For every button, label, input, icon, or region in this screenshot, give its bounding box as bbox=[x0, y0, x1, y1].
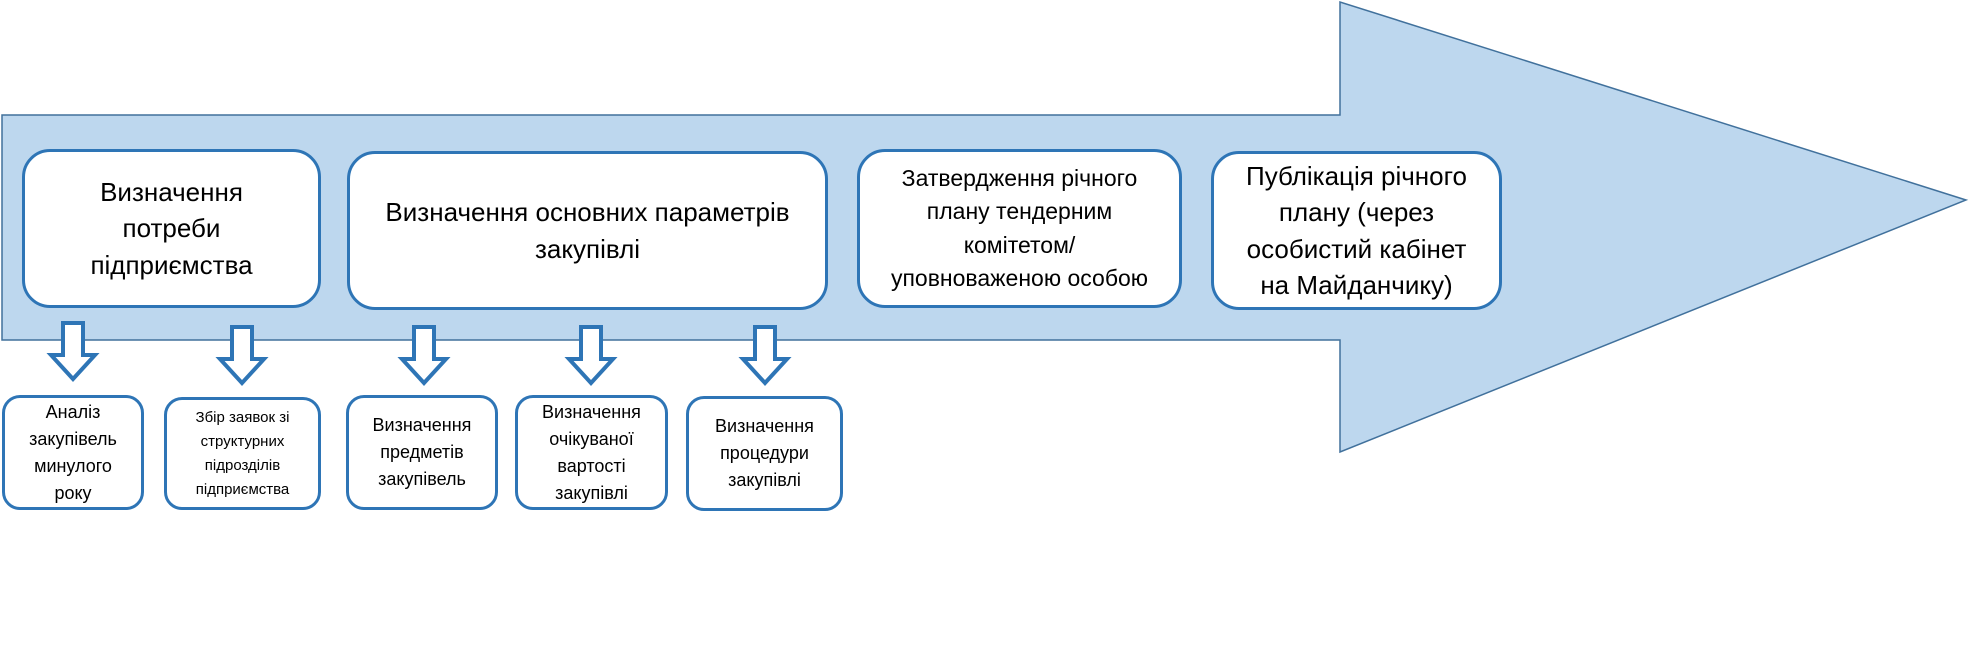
substep-procedure: Визначення процедури закупівлі bbox=[686, 396, 843, 511]
stage-label: Визначення основних параметрів закупівлі bbox=[385, 197, 790, 264]
stage-publication: Публікація річного плану (через особисти… bbox=[1211, 151, 1502, 310]
substep-value: Визначення очікуваної вартості закупівлі bbox=[515, 395, 668, 510]
stage-parameters: Визначення основних параметрів закупівлі bbox=[347, 151, 828, 310]
down-arrow-icon bbox=[564, 325, 618, 386]
substep-analysis: Аналіз закупівель минулого року bbox=[2, 395, 144, 510]
stage-label: Публікація річного плану (через особисти… bbox=[1246, 160, 1467, 300]
stage-label: Визначення потреби підприємства bbox=[90, 176, 253, 280]
substep-label: Визначення предметів закупівель bbox=[372, 415, 472, 489]
stage-needs: Визначення потреби підприємства bbox=[22, 149, 321, 308]
down-arrow-icon bbox=[46, 321, 100, 382]
down-arrow-icon bbox=[215, 325, 269, 386]
substep-requests: Збір заявок зі структурних підрозділів п… bbox=[164, 397, 321, 510]
substep-label: Визначення процедури закупівлі bbox=[715, 416, 814, 490]
substep-label: Збір заявок зі структурних підрозділів п… bbox=[195, 408, 290, 498]
substep-label: Аналіз закупівель минулого року bbox=[29, 401, 117, 503]
down-arrow-icon bbox=[397, 325, 451, 386]
down-arrow-icon bbox=[738, 325, 792, 386]
substep-label: Визначення очікуваної вартості закупівлі bbox=[542, 401, 641, 503]
stage-approval: Затвердження річного плану тендерним ком… bbox=[857, 149, 1182, 308]
substep-subjects: Визначення предметів закупівель bbox=[346, 395, 498, 510]
stage-label: Затвердження річного плану тендерним ком… bbox=[890, 164, 1149, 291]
